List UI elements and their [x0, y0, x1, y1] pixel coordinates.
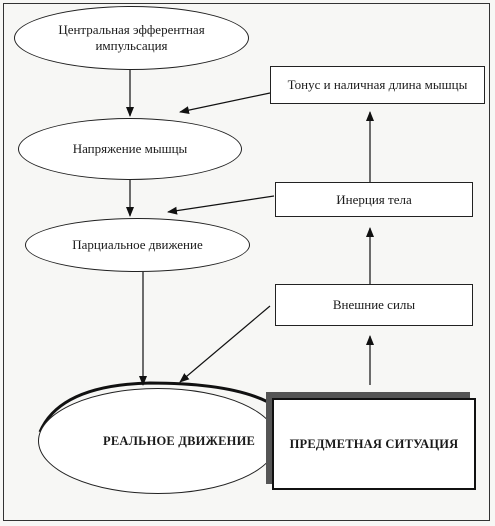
node-central-impulse: Центральная эфферентная импульсация	[14, 6, 249, 70]
node-external-forces: Внешние силы	[275, 284, 473, 326]
node-body-inertia: Инерция тела	[275, 182, 473, 217]
node-central-impulse-label: Центральная эфферентная импульсация	[58, 22, 205, 53]
node-tone-length: Тонус и наличная длина мышцы	[270, 66, 485, 104]
node-muscle-tension: Напряжение мышцы	[18, 118, 242, 180]
node-real-movement: РЕАЛЬНОЕ ДВИЖЕНИЕ	[38, 388, 278, 494]
arrow-inertia-to-partial	[167, 195, 275, 215]
arrow-tone-to-tension	[179, 92, 271, 115]
node-external-forces-label: Внешние силы	[332, 297, 416, 312]
diagram-frame	[3, 3, 490, 521]
node-object-situation: ПРЕДМЕТНАЯ СИТУАЦИЯ	[272, 398, 476, 490]
node-body-inertia-label: Инерция тела	[336, 191, 412, 207]
real-movement-shadow	[38, 381, 269, 433]
node-object-situation-label: ПРЕДМЕТНАЯ СИТУАЦИЯ	[289, 437, 459, 451]
arrow-forces-to-real	[179, 305, 271, 383]
node-tone-length-label: Тонус и наличная длина мышцы	[287, 77, 468, 92]
node-muscle-tension-label: Напряжение мышцы	[72, 141, 188, 156]
node-partial-movement: Парциальное движение	[25, 218, 250, 272]
node-partial-movement-label: Парциальное движение	[72, 237, 203, 252]
node-real-movement-label: РЕАЛЬНОЕ ДВИЖЕНИЕ	[103, 434, 256, 448]
